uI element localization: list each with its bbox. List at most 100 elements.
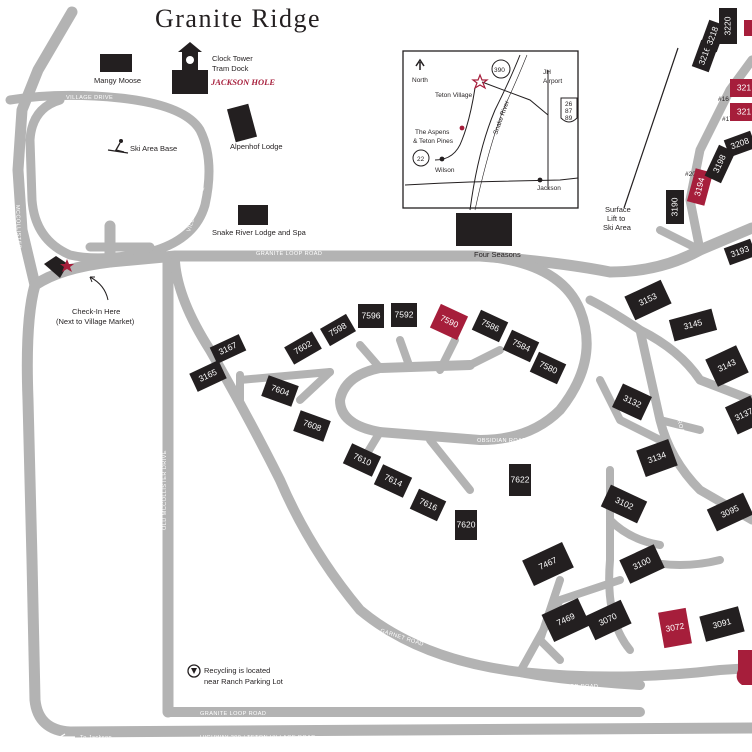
inset-route-22: 22 [417,156,425,163]
inset-route-us-2: 87 [565,108,573,115]
building-3193[interactable]: 3193 [723,238,752,266]
building-3165[interactable]: 3165 [189,360,227,392]
building-7586[interactable]: 7586 [471,309,509,343]
building-3137[interactable]: 3137 [724,395,752,435]
svg-text:3072: 3072 [665,621,686,634]
inset-label-north: North [412,77,428,84]
jackson-hole-logo: JACKSON HOLE [210,77,275,87]
road-label-village-drive-mid: VILLAGE DRIVE [66,95,113,101]
svg-text:3091: 3091 [711,616,732,631]
label-surface-lift-3: Ski Area [603,223,632,232]
landmarks: Mangy Moose Clock Tower Tram Dock JACKSO… [44,42,679,686]
building-7592[interactable]: 7592 [391,303,417,327]
building-3095[interactable]: 3095 [706,492,752,532]
label-recycling-2: near Ranch Parking Lot [204,677,284,686]
road-label-mccollister-left: MCCOLLISTER DRIVE [14,205,22,270]
building-3153[interactable]: 3153 [624,279,672,321]
building-3132[interactable]: 3132 [612,383,652,421]
building-7598[interactable]: 7598 [320,313,356,347]
building-7590[interactable]: 7590 [429,303,469,341]
check-in-building [44,256,74,278]
inset-label-aspens-1: The Aspens [415,129,450,136]
inset-label-teton-village: Teton Village [435,92,472,99]
building-3145[interactable]: 3145 [668,308,718,342]
building-7610[interactable]: 7610 [342,443,382,477]
label-check-in-2: (Next to Village Market) [56,317,135,326]
buildings: 3167 3165 7602 7598 7596 7592 7590 7586 … [189,8,752,685]
building-3220[interactable]: 3220 [719,8,737,44]
building-snake-river-lodge [238,205,268,225]
svg-text:3145: 3145 [682,317,703,332]
svg-text:7620: 7620 [457,519,476,529]
building-3134[interactable]: 3134 [636,439,678,477]
inset-label-airport-1: JH [543,69,551,76]
inset-route-390: 390 [494,67,505,74]
label-snake-river-lodge: Snake River Lodge and Spa [212,228,307,237]
inset-route-us-3: 89 [565,115,573,122]
inset-route-us-1: 26 [565,101,573,108]
svg-text:321: 321 [737,106,751,116]
label-four-seasons: Four Seasons [474,250,521,259]
building-3143[interactable]: 3143 [705,345,749,387]
building-7616[interactable]: 7616 [409,488,447,522]
road-label-highway: HIGHWAY 390 / TETON VILLAGE ROAD [200,735,316,741]
inset-label-jackson: Jackson [537,185,561,192]
building-7467[interactable]: 7467 [522,542,574,586]
building-3167[interactable]: 3167 [209,334,247,364]
building-3208[interactable]: 3208 [723,130,752,158]
road-label-to-jackson: To Jackson [80,735,112,741]
svg-text:3190: 3190 [669,197,679,216]
marker-20: #20 [685,171,696,178]
building-321-a[interactable]: 321 [730,79,752,97]
inset-label-airport-2: Airport [543,78,562,85]
building-321-b[interactable]: 321 [730,103,752,121]
building-3194[interactable]: 3194 [686,168,714,206]
building-7614[interactable]: 7614 [373,464,413,498]
label-check-in-1: Check-In Here [72,307,120,316]
map-title: Granite Ridge [155,4,321,33]
building-3070[interactable]: 3070 [584,599,632,641]
surface-lift-line [623,47,679,209]
label-surface-lift-1: Surface [605,205,631,214]
check-in-star-icon [60,259,74,272]
building-mangy-moose [100,54,132,72]
building-7584[interactable]: 7584 [502,329,540,363]
road-labels: VILLAGE DRIVE VILLAGE DRIVE VILLAGE DRIV… [14,36,746,741]
building-3072[interactable]: 3072 [658,607,692,649]
jackson-hole-edge-logo [736,650,752,685]
building-3190[interactable]: 3190 [666,190,684,224]
building-edge-top [744,20,752,36]
building-7469[interactable]: 7469 [541,597,591,643]
svg-text:3194: 3194 [692,176,707,197]
inset-map: North Teton Village JH Airport The Aspen… [402,50,579,211]
recycling-icon [187,664,201,678]
building-7622[interactable]: 7622 [509,464,531,496]
svg-text:3220: 3220 [722,16,732,35]
label-clock-tower-1: Clock Tower [212,54,253,63]
building-7602[interactable]: 7602 [284,331,322,365]
building-7596[interactable]: 7596 [358,304,384,328]
north-arrow-icon [415,58,425,70]
building-7620[interactable]: 7620 [455,510,477,540]
building-3198[interactable]: 3198 [704,144,736,184]
check-in-arrow [89,276,109,301]
building-3102[interactable]: 3102 [600,484,648,524]
road-label-granite-loop-lower: GRANITE LOOP ROAD [200,711,266,717]
label-ski-area-base: Ski Area Base [130,144,177,153]
svg-text:321: 321 [737,82,751,92]
road-label-obsidian: OBSIDIAN ROAD [477,438,527,444]
building-3091[interactable]: 3091 [699,606,745,642]
road-label-washakie: WASHAKIE ROAD [700,195,746,230]
building-3100[interactable]: 3100 [619,544,665,584]
building-7580[interactable]: 7580 [529,351,567,385]
svg-text:7622: 7622 [511,474,530,484]
building-four-seasons [456,213,512,246]
marker-16: #16 [718,96,729,103]
label-clock-tower-2: Tram Dock [212,64,249,73]
label-mangy-moose: Mangy Moose [94,76,141,85]
road-network [5,6,752,738]
building-7608[interactable]: 7608 [293,410,331,442]
building-7604[interactable]: 7604 [261,375,299,407]
us-route-shield-icon [560,97,578,123]
svg-text:7596: 7596 [362,310,381,320]
